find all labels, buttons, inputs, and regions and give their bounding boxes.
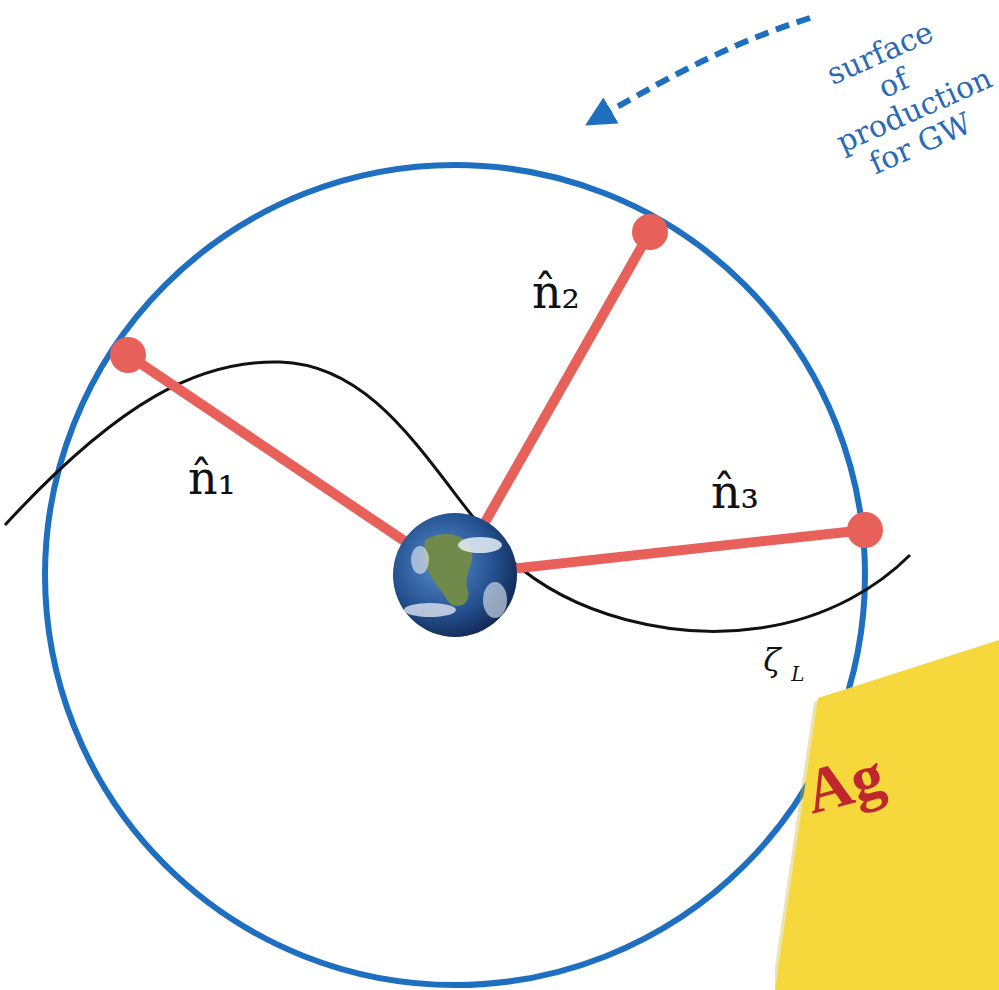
surface-caption: surface of production for GW — [805, 7, 996, 189]
dashed-arrow — [598, 18, 810, 118]
field-subscript: L — [791, 662, 804, 686]
source-dot — [110, 214, 883, 548]
earth-icon — [393, 513, 517, 637]
field-symbol: ζ — [763, 641, 780, 679]
note-shape — [775, 640, 999, 990]
long-mode-wave — [5, 362, 910, 631]
sticky-note: Ag — [775, 640, 999, 990]
production-surface — [45, 165, 865, 985]
direction-label: n̂₃ — [711, 465, 759, 519]
line-of-sight — [128, 232, 865, 575]
direction-label: n̂₁ — [188, 451, 236, 505]
direction-label: n̂₂ — [532, 265, 580, 319]
